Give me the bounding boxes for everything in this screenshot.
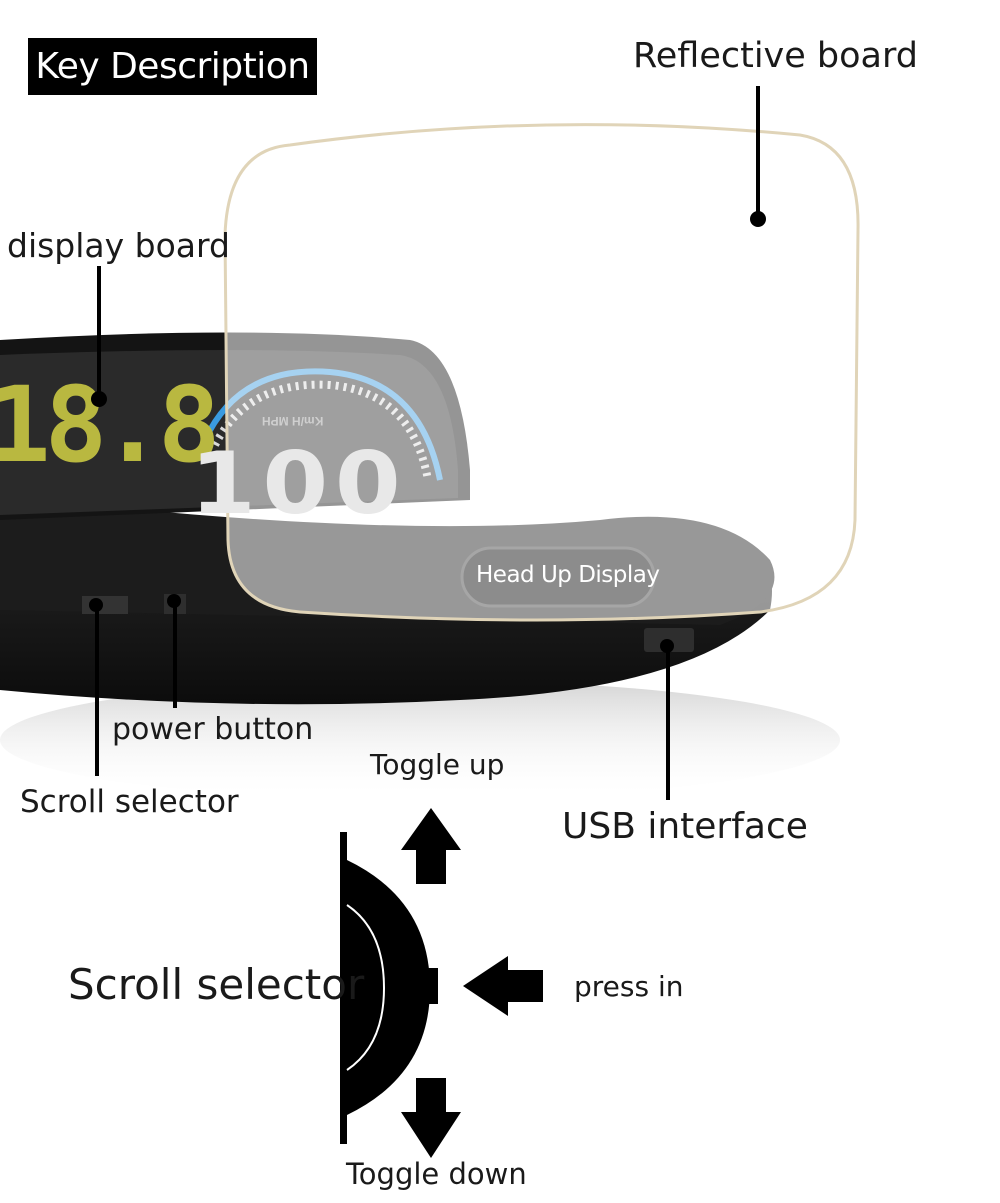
power-button-leader <box>173 600 177 708</box>
big-yellow-digits: 18.8 <box>0 364 220 486</box>
key-description-title: Key Description <box>28 38 317 95</box>
arrow-down-icon <box>401 1078 461 1158</box>
display-board-label: display board <box>7 226 230 265</box>
usb-interface-dot <box>660 639 674 653</box>
reflective-board-label: Reflective board <box>633 36 918 76</box>
reflective-board-glass <box>223 123 860 622</box>
reflective-board-leader <box>756 86 760 216</box>
speed-digits: 100 <box>190 434 408 534</box>
scroll-selector-leader <box>95 604 99 776</box>
arrow-up-icon <box>401 808 461 884</box>
toggle-down-label: Toggle down <box>346 1157 527 1191</box>
scroll-selector-large-label: Scroll selector <box>68 960 365 1009</box>
usb-interface-label: USB interface <box>562 806 808 847</box>
power-button-label: power button <box>112 712 314 747</box>
usb-interface-leader <box>666 645 670 800</box>
reflective-board-dot <box>750 211 766 227</box>
scroll-selector-label: Scroll selector <box>20 784 239 820</box>
display-board-leader <box>97 266 101 396</box>
selector-knob <box>418 968 438 1004</box>
floor-shadow <box>0 680 840 800</box>
head-up-display-badge-text: Head Up Display <box>476 562 660 588</box>
speed-unit-label: Km/H MPH <box>262 414 324 428</box>
arrow-left-icon <box>463 956 543 1016</box>
selector-wheel-highlight <box>346 904 386 1071</box>
press-in-label: press in <box>574 970 684 1003</box>
power-button-dot <box>167 594 181 608</box>
display-board-dot <box>91 391 107 407</box>
toggle-up-label: Toggle up <box>370 748 505 781</box>
selector-base-line <box>340 832 347 1144</box>
scroll-selector-dot <box>89 598 103 612</box>
